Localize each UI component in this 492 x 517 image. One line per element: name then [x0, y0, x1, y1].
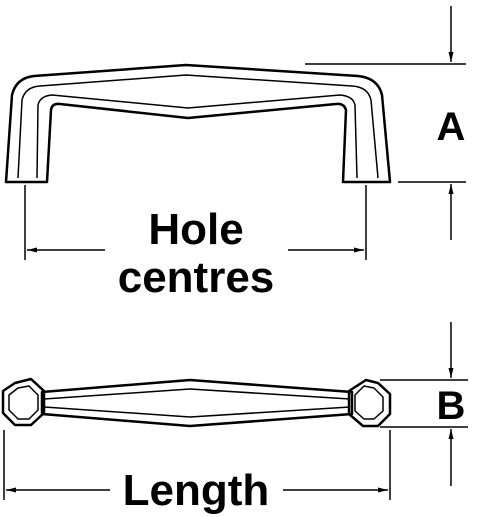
- handle-top-bar-inner-line: [43, 388, 351, 400]
- handle-front-outer-outline: [4, 63, 392, 184]
- length-label: Length: [123, 466, 270, 515]
- handle-top-bar-outline: [40, 378, 354, 428]
- handle-top-bar-inner-line-2: [43, 406, 351, 418]
- handle-top-left-end-inner: [8, 385, 39, 420]
- hole-centres-label-line1: Hole: [148, 205, 243, 254]
- hole-centres-label-line2: centres: [118, 253, 275, 302]
- handle-top-left-end: [1, 377, 46, 427]
- handle-front-inner-line: [17, 74, 379, 179]
- handle-top-view: [1, 377, 392, 428]
- handle-front-inner-line-2: [36, 94, 358, 179]
- handle-top-right-end-inner: [354, 385, 384, 420]
- dimension-a-label: A: [437, 105, 466, 149]
- dimension-b-label: B: [437, 384, 466, 428]
- handle-front-view: [4, 63, 392, 184]
